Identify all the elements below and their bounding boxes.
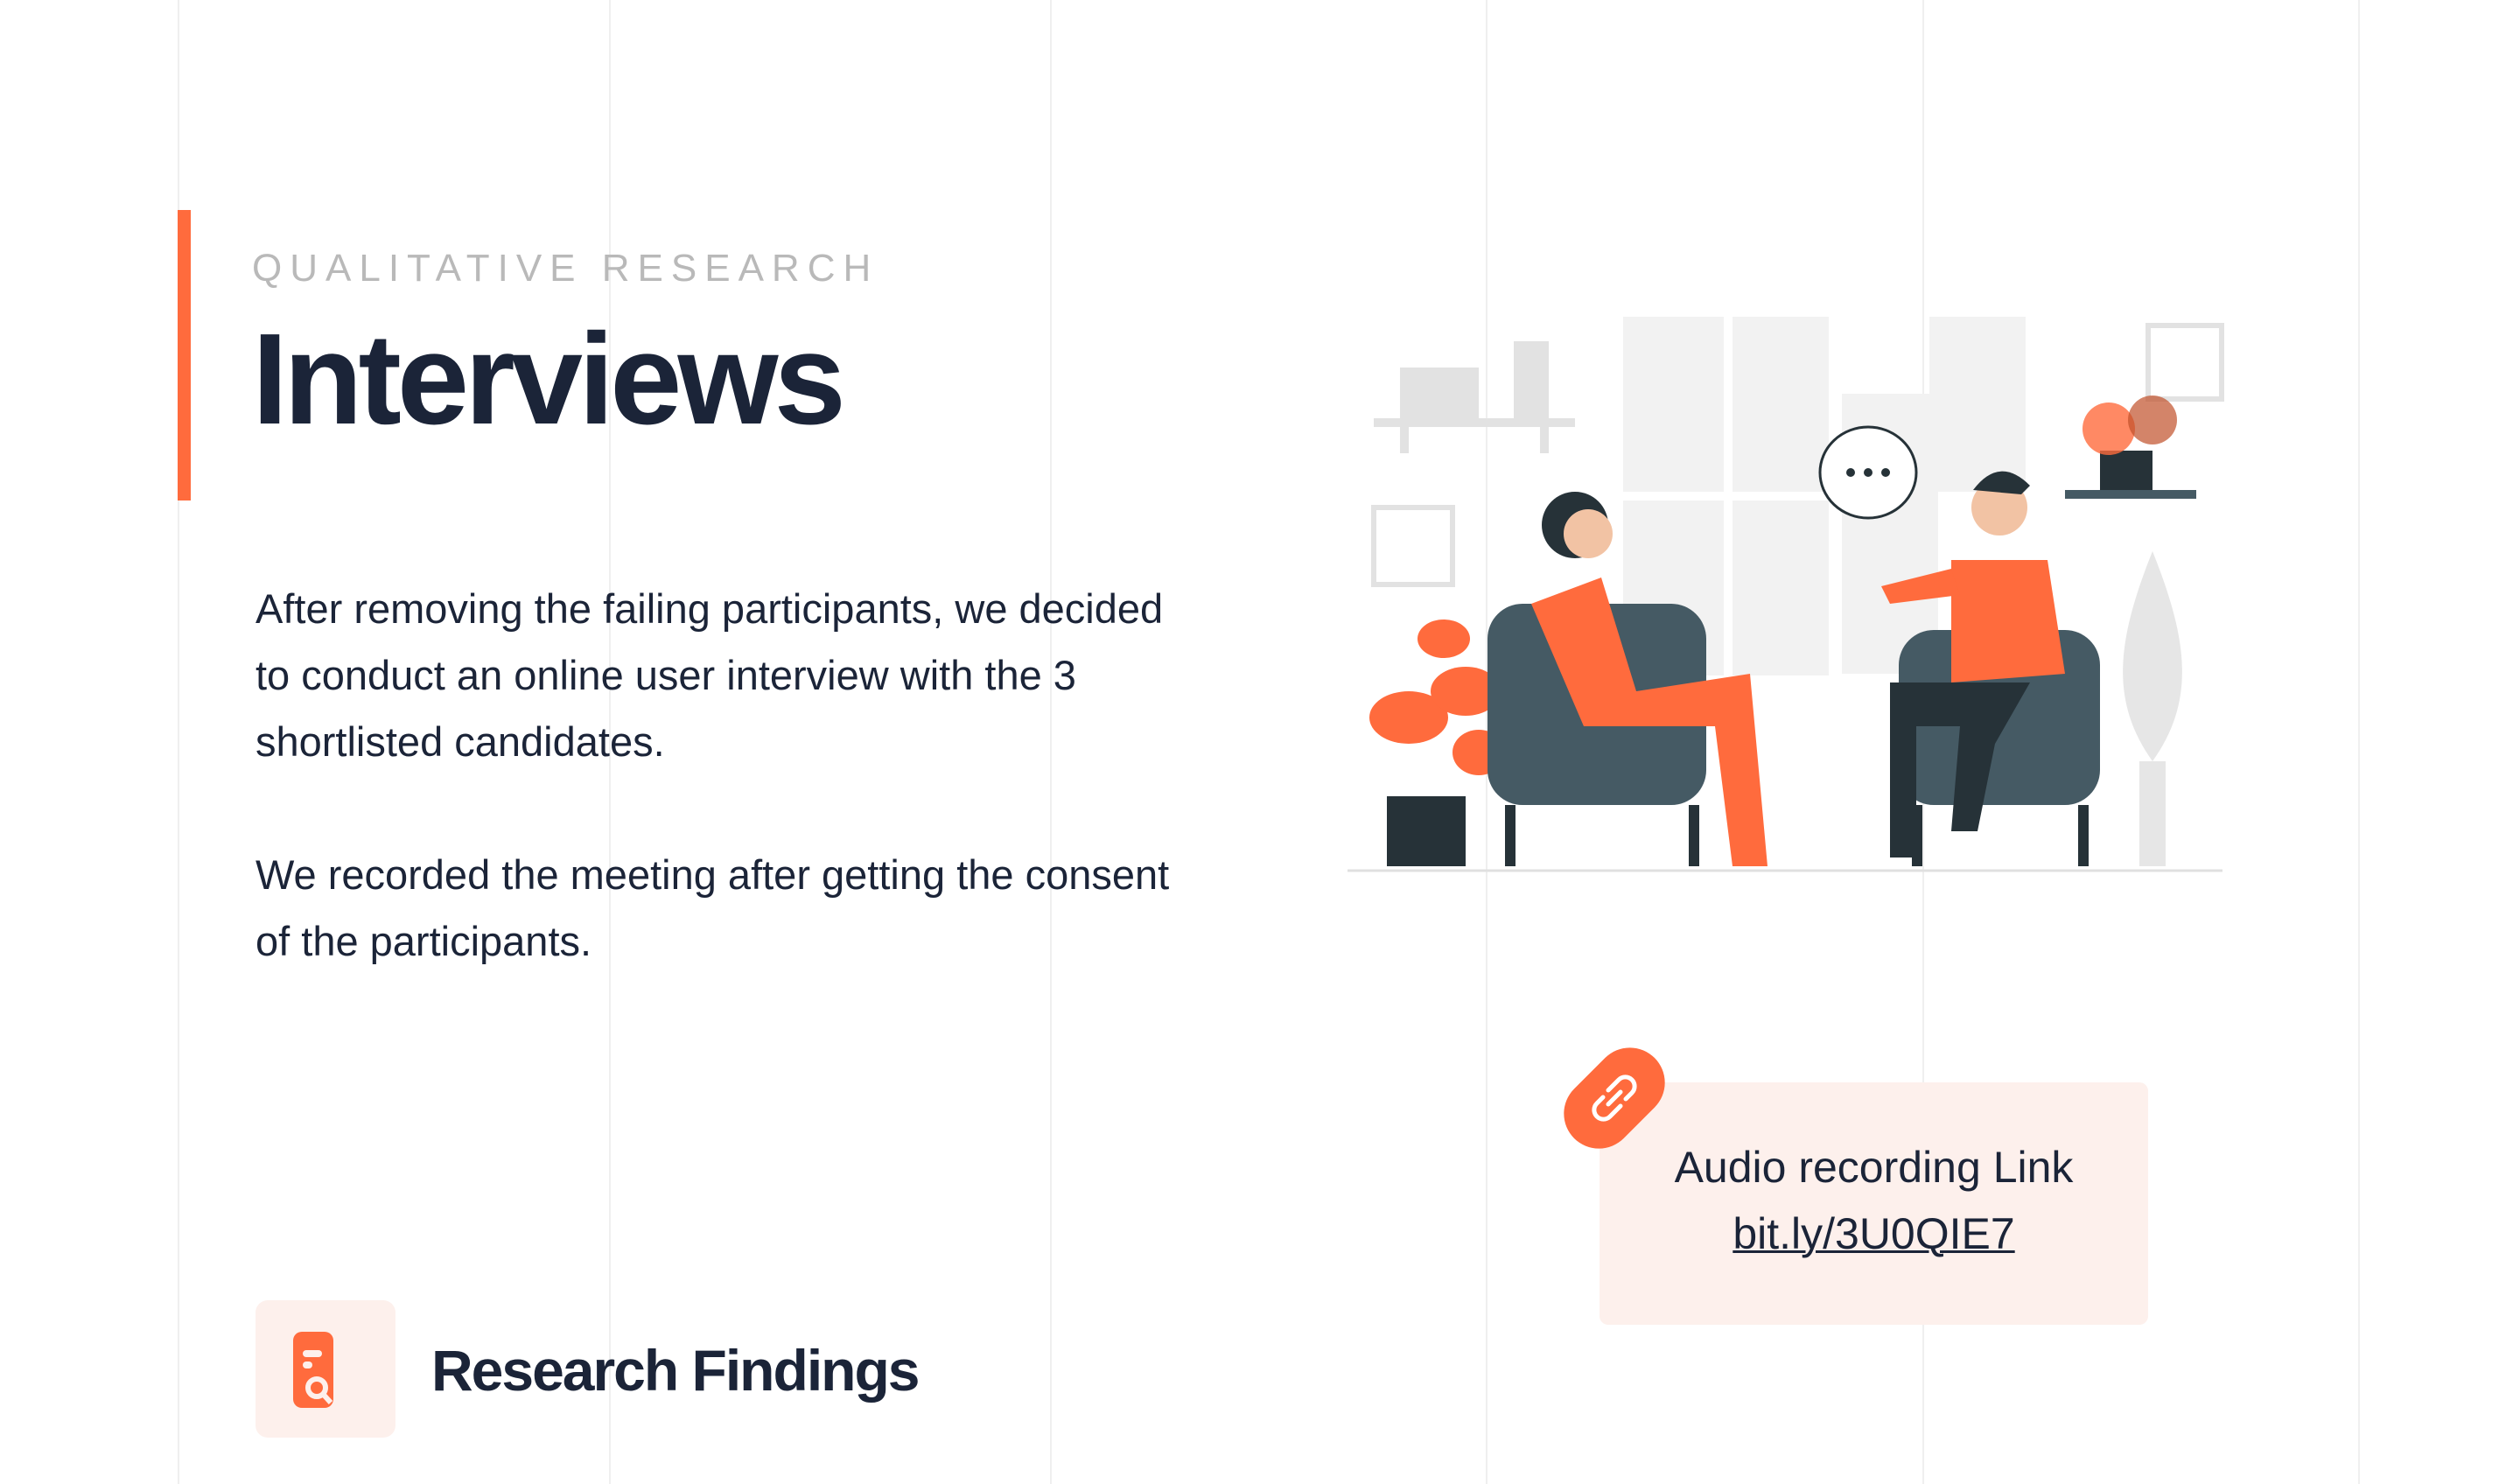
consent-paragraph: We recorded the meeting after getting th… (256, 851, 1170, 964)
page-title: Interviews (252, 307, 846, 452)
link-icon (1564, 1047, 1665, 1149)
man-icon (1881, 471, 2065, 858)
audio-recording-label: Audio recording Link (1674, 1143, 2074, 1192)
grid-line (1050, 0, 1052, 1484)
shelf-icon (1374, 341, 1575, 453)
audio-recording-link[interactable]: bit.ly/3U0QIE7 (1732, 1209, 2015, 1258)
research-findings-label: Research Findings (431, 1338, 920, 1403)
intro-paragraph: After removing the failing participants,… (256, 585, 1164, 765)
accent-bar (178, 210, 191, 500)
frame-icon (2146, 323, 2224, 402)
plant-icon (2065, 396, 2196, 499)
plant-icon (2123, 551, 2182, 866)
grid-line (609, 0, 611, 1484)
frame-icon (1371, 505, 1455, 587)
audio-recording-card: Audio recording Link bit.ly/3U0QIE7 (1600, 1082, 2148, 1325)
woman-icon (1531, 492, 1768, 866)
section-eyebrow: QUALITATIVE RESEARCH (252, 247, 879, 290)
plant-icon (1369, 620, 1505, 866)
document-search-icon (293, 1332, 333, 1408)
interview-illustration (1348, 317, 2224, 872)
grid-line (178, 0, 179, 1484)
research-findings-icon-box (256, 1300, 396, 1438)
grid-line (2358, 0, 2360, 1484)
